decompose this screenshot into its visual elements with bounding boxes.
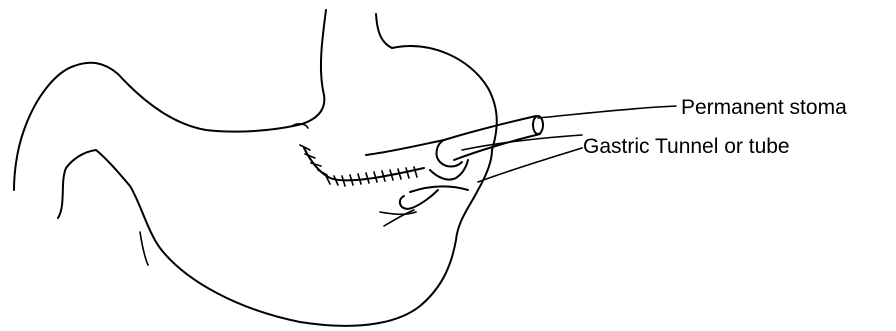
tube-base-curve <box>437 140 462 167</box>
lesser-curvature <box>74 63 324 132</box>
leader-gastric-tunnel-2 <box>478 148 582 182</box>
leader-permanent-stoma <box>538 106 676 118</box>
esophagus-left-wall <box>321 10 326 95</box>
pylorus-inner-line <box>140 232 148 265</box>
tube-fold-hook <box>400 190 438 209</box>
tube-upper-line <box>366 140 444 155</box>
vessel-branch-2 <box>384 210 414 226</box>
greater-curvature <box>96 150 492 326</box>
fundus-outline <box>392 46 497 150</box>
gastric-tube-top <box>444 116 536 140</box>
tube-fold-lower <box>410 186 468 192</box>
vessel-branch-1 <box>380 212 416 214</box>
staple-line <box>304 148 424 180</box>
duodenum-inner <box>58 150 96 218</box>
leader-gastric-tunnel <box>462 135 582 150</box>
esophagus-right-wall <box>376 14 392 48</box>
label-gastric-tunnel: Gastric Tunnel or tube <box>583 136 790 157</box>
gastric-tube-bottom <box>454 134 540 160</box>
label-permanent-stoma: Permanent stoma <box>681 97 847 118</box>
